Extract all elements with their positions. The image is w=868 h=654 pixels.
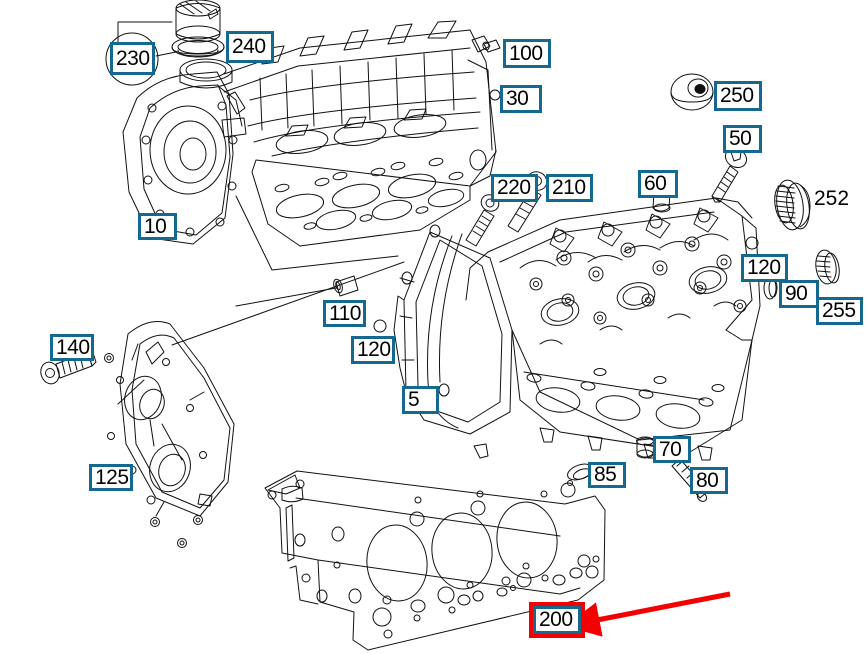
label-252: 252	[814, 187, 850, 210]
callout-120[interactable]: 120	[741, 254, 788, 282]
part-5-locating-pin	[438, 383, 450, 397]
leader-line-125	[171, 261, 405, 346]
part-252-timing-gear	[774, 179, 811, 231]
leader-line-230	[117, 21, 177, 57]
callout-110[interactable]: 110	[323, 300, 366, 327]
part-cap-seal-ring	[171, 36, 225, 58]
part-220-bolt	[465, 194, 500, 247]
callout-230[interactable]: 230	[110, 42, 155, 75]
callout-70[interactable]: 70	[653, 436, 691, 463]
callout-50[interactable]: 50	[723, 125, 762, 153]
callout-10[interactable]: 10	[138, 213, 177, 240]
part-250-sealing-cap	[670, 73, 714, 111]
callout-85[interactable]: 85	[588, 462, 626, 488]
callout-80[interactable]: 80	[690, 467, 728, 494]
part-100-dowel-sleeve	[482, 39, 501, 53]
callout-100[interactable]: 100	[503, 39, 551, 68]
part-oil-filler-cap	[175, 0, 221, 43]
part-140-bolt	[40, 349, 97, 385]
part-right-cylinder-head	[393, 197, 761, 461]
callout-125[interactable]: 125	[89, 464, 133, 491]
callout-250[interactable]: 250	[714, 81, 762, 111]
callout-240[interactable]: 240	[226, 31, 274, 63]
part-125-timing-cover	[104, 321, 235, 548]
callout-120[interactable]: 120	[351, 336, 395, 364]
callout-210[interactable]: 210	[546, 174, 593, 202]
part-120-right-plug	[745, 236, 759, 250]
part-120-center-plug	[373, 319, 387, 333]
callout-200[interactable]: 200	[529, 602, 585, 638]
callout-30[interactable]: 30	[500, 85, 542, 113]
callout-255[interactable]: 255	[816, 297, 863, 325]
callout-90[interactable]: 90	[779, 280, 819, 308]
callout-220[interactable]: 220	[491, 174, 538, 202]
leader-line-110	[235, 287, 337, 307]
callout-140[interactable]: 140	[50, 334, 94, 361]
callout-5[interactable]: 5	[402, 386, 439, 414]
part-200-head-gasket	[264, 470, 606, 651]
part-255-sprocket	[815, 249, 840, 285]
callout-60[interactable]: 60	[638, 170, 678, 198]
